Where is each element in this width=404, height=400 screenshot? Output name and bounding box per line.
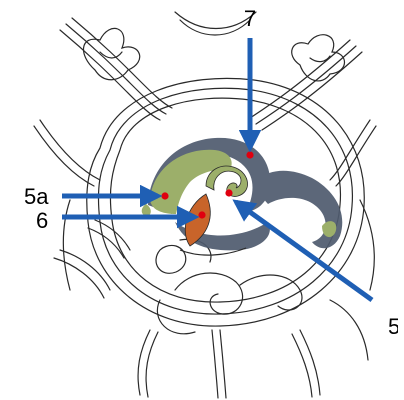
green-leaf-shape [150,150,232,214]
label-5a: 5a [24,184,49,209]
label-6: 6 [36,208,48,233]
marker-6 [198,211,205,218]
marker-5a [161,192,168,199]
label-5b: 5b [388,314,404,339]
label-7: 7 [244,6,256,31]
marker-7 [246,151,253,158]
small-green-bud-left [142,204,151,216]
marker-5b [225,189,232,196]
